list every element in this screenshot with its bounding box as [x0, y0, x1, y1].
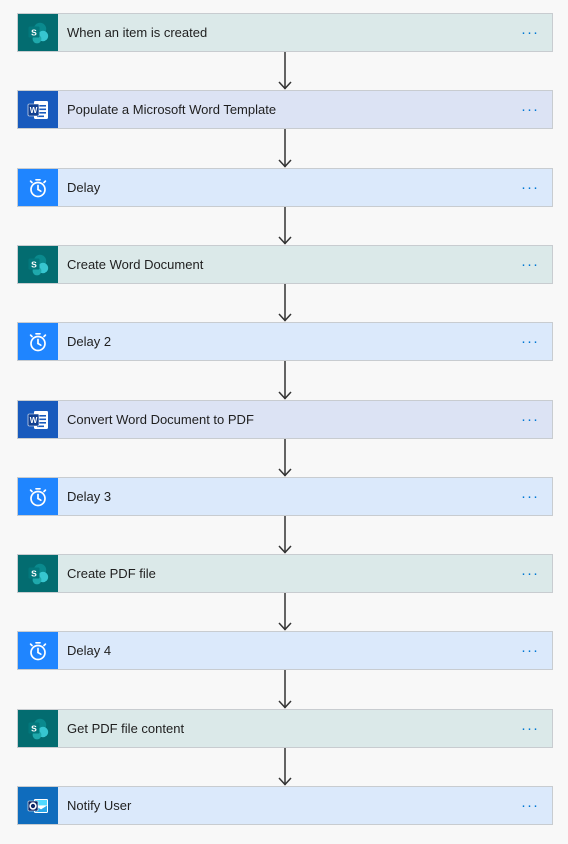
timer-icon	[18, 478, 58, 515]
timer-icon	[18, 169, 58, 206]
flow-step-card[interactable]: Delay 3 ···	[17, 477, 553, 516]
flow-step-card[interactable]: W Convert Word Document to PDF ···	[17, 400, 553, 439]
svg-text:S: S	[31, 27, 37, 37]
arrow-down-icon	[278, 516, 292, 554]
more-actions-button[interactable]: ···	[521, 411, 539, 428]
flow-step-title: When an item is created	[67, 25, 208, 40]
flow-step-title: Get PDF file content	[67, 721, 185, 736]
arrow-down-icon	[278, 361, 292, 400]
outlook-icon	[18, 787, 58, 824]
flow-step-title: Delay 2	[67, 334, 112, 349]
timer-icon	[18, 632, 58, 669]
svg-text:W: W	[30, 416, 38, 425]
more-actions-button[interactable]: ···	[521, 24, 539, 41]
arrow-down-icon	[278, 284, 292, 322]
flow-step-title: Delay 4	[67, 643, 112, 658]
svg-text:W: W	[30, 106, 38, 115]
sharepoint-icon: S	[18, 246, 58, 283]
flow-step-card[interactable]: Delay ···	[17, 168, 553, 207]
svg-text:S: S	[31, 259, 37, 269]
timer-icon	[18, 323, 58, 360]
more-actions-button[interactable]: ···	[521, 333, 539, 350]
flow-step-title: Delay 3	[67, 489, 112, 504]
word-icon: W	[18, 401, 58, 438]
flow-step-card[interactable]: Notify User ···	[17, 786, 553, 825]
arrow-down-icon	[278, 129, 292, 168]
more-actions-button[interactable]: ···	[521, 720, 539, 737]
flow-step-card[interactable]: Delay 4 ···	[17, 631, 553, 670]
flow-step-card[interactable]: S When an item is created ···	[17, 13, 553, 52]
flow-step-title: Populate a Microsoft Word Template	[67, 102, 277, 117]
more-actions-button[interactable]: ···	[521, 256, 539, 273]
more-actions-button[interactable]: ···	[521, 101, 539, 118]
more-actions-button[interactable]: ···	[521, 179, 539, 196]
arrow-down-icon	[278, 207, 292, 245]
flow-step-title: Create Word Document	[67, 257, 204, 272]
flow-step-title: Convert Word Document to PDF	[67, 412, 254, 427]
flow-step-card[interactable]: S Create Word Document ···	[17, 245, 553, 284]
more-actions-button[interactable]: ···	[521, 488, 539, 505]
more-actions-button[interactable]: ···	[521, 642, 539, 659]
more-actions-button[interactable]: ···	[521, 565, 539, 582]
sharepoint-icon: S	[18, 14, 58, 51]
sharepoint-icon: S	[18, 555, 58, 592]
flow-step-title: Delay	[67, 180, 101, 195]
svg-text:S: S	[31, 568, 37, 578]
arrow-down-icon	[278, 593, 292, 631]
arrow-down-icon	[278, 748, 292, 786]
flow-step-card[interactable]: S Create PDF file ···	[17, 554, 553, 593]
svg-text:S: S	[31, 723, 37, 733]
flow-step-title: Create PDF file	[67, 566, 156, 581]
arrow-down-icon	[278, 670, 292, 709]
word-icon: W	[18, 91, 58, 128]
sharepoint-icon: S	[18, 710, 58, 747]
flow-step-title: Notify User	[67, 798, 132, 813]
arrow-down-icon	[278, 52, 292, 90]
arrow-down-icon	[278, 439, 292, 477]
flow-step-card[interactable]: W Populate a Microsoft Word Template ···	[17, 90, 553, 129]
flow-step-card[interactable]: Delay 2 ···	[17, 322, 553, 361]
flow-step-card[interactable]: S Get PDF file content ···	[17, 709, 553, 748]
more-actions-button[interactable]: ···	[521, 797, 539, 814]
